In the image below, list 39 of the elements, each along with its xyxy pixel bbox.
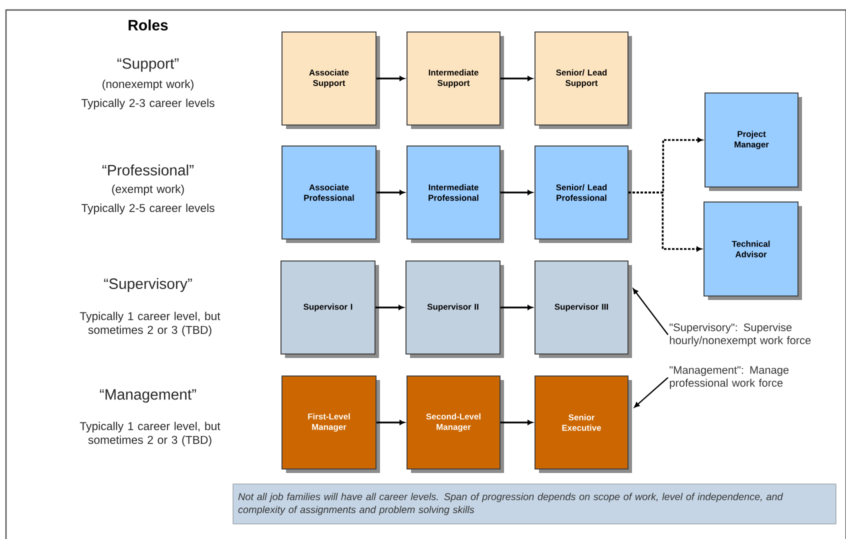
role-box: Second-Level Manager (406, 375, 504, 473)
role-box: Senior/ Lead Professional (534, 145, 632, 243)
role-box: Intermediate Support (406, 32, 504, 129)
arrow (500, 420, 533, 425)
role-heading: “Support” (117, 58, 179, 72)
arrow (500, 76, 533, 81)
role-description: Typically 1 career level, but sometimes 2 or 3 (TBD) (80, 312, 220, 336)
arrow (634, 377, 668, 408)
role-box: Associate Professional (282, 145, 380, 243)
role-heading: “Management” (100, 389, 196, 403)
role-box: First-Level Manager (282, 375, 380, 473)
role-box: Project Manager (704, 92, 802, 191)
title: Roles (128, 20, 168, 30)
role-box: Intermediate Professional (406, 145, 504, 243)
role-box: Supervisor I (280, 260, 379, 358)
callout-text: "Management": Manage professional work force (670, 366, 789, 389)
role-description: Typically 2-5 career levels (81, 204, 214, 214)
arrow (500, 305, 533, 310)
role-box: Supervisor III (534, 260, 632, 358)
role-box: Technical Advisor (704, 201, 802, 300)
role-heading: “Professional” (102, 164, 194, 176)
role-box: Supervisor II (406, 260, 504, 358)
role-heading: “Supervisory” (104, 278, 192, 292)
arrow (376, 305, 404, 310)
role-description: (exempt work) (112, 184, 184, 196)
role-description: (nonexempt work) (102, 80, 194, 90)
note-box: Not all job families will have all career levels. Span of progression depends on scope of work, level of independence, and complexity of assignments and problem solving skills (232, 484, 836, 524)
arrow (376, 76, 405, 81)
role-description: Typically 1 career level, but sometimes 2 or 3 (TBD) (80, 422, 220, 446)
arrow (500, 190, 533, 195)
arrow (628, 192, 702, 252)
role-box: Senior/ Lead Support (534, 32, 632, 129)
arrow (376, 420, 405, 425)
role-description: Typically 2-3 career levels (81, 98, 214, 110)
role-box: Associate Support (282, 32, 380, 129)
callout-text: "Supervisory": Supervise hourly/nonexempt work force (670, 323, 811, 346)
arrow (376, 190, 405, 195)
role-box: Senior Executive (534, 375, 632, 473)
arrow (632, 288, 669, 336)
